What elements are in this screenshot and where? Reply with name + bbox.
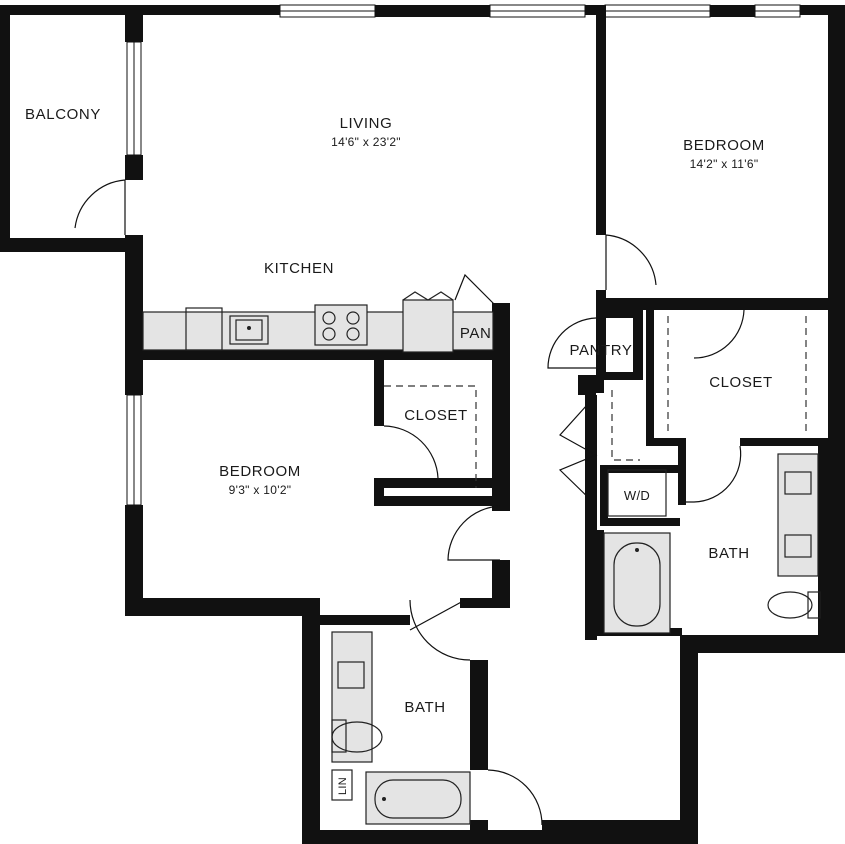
linen-label: LIN — [337, 777, 349, 795]
bedroom-2-dimensions: 9'3" x 10'2" — [229, 483, 292, 497]
bath1-fixtures — [603, 453, 821, 634]
washer-dryer-label: W/D — [624, 488, 650, 503]
doors — [383, 234, 745, 826]
closet-rods — [384, 316, 807, 488]
kitchen-label: KITCHEN — [264, 260, 334, 277]
bedroom-1-dimensions: 14'2" x 11'6" — [690, 157, 759, 171]
interior-walls — [125, 5, 830, 834]
bedroom-2-label: BEDROOM — [219, 463, 301, 480]
closet-right-label: CLOSET — [709, 374, 773, 391]
outer-walls — [125, 5, 845, 844]
windows — [126, 4, 801, 506]
balcony-label: BALCONY — [25, 106, 101, 123]
bath2-fixtures — [331, 631, 471, 825]
living-dimensions: 14'6" x 23'2" — [331, 135, 401, 149]
bath-2-label: BATH — [404, 699, 445, 716]
washer-dryer — [607, 469, 667, 517]
balcony — [0, 5, 126, 252]
living-label: LIVING — [340, 115, 393, 132]
kitchen-counter — [142, 291, 494, 353]
bath-1-label: BATH — [708, 545, 749, 562]
pantry-label: PANTRY — [569, 342, 632, 359]
pan-label: PAN. — [460, 325, 496, 342]
room-labels: BALCONY LIVING 14'6" x 23'2" BEDROOM 14'… — [25, 106, 773, 795]
closet-left-label: CLOSET — [404, 407, 468, 424]
bedroom-1-label: BEDROOM — [683, 137, 765, 154]
